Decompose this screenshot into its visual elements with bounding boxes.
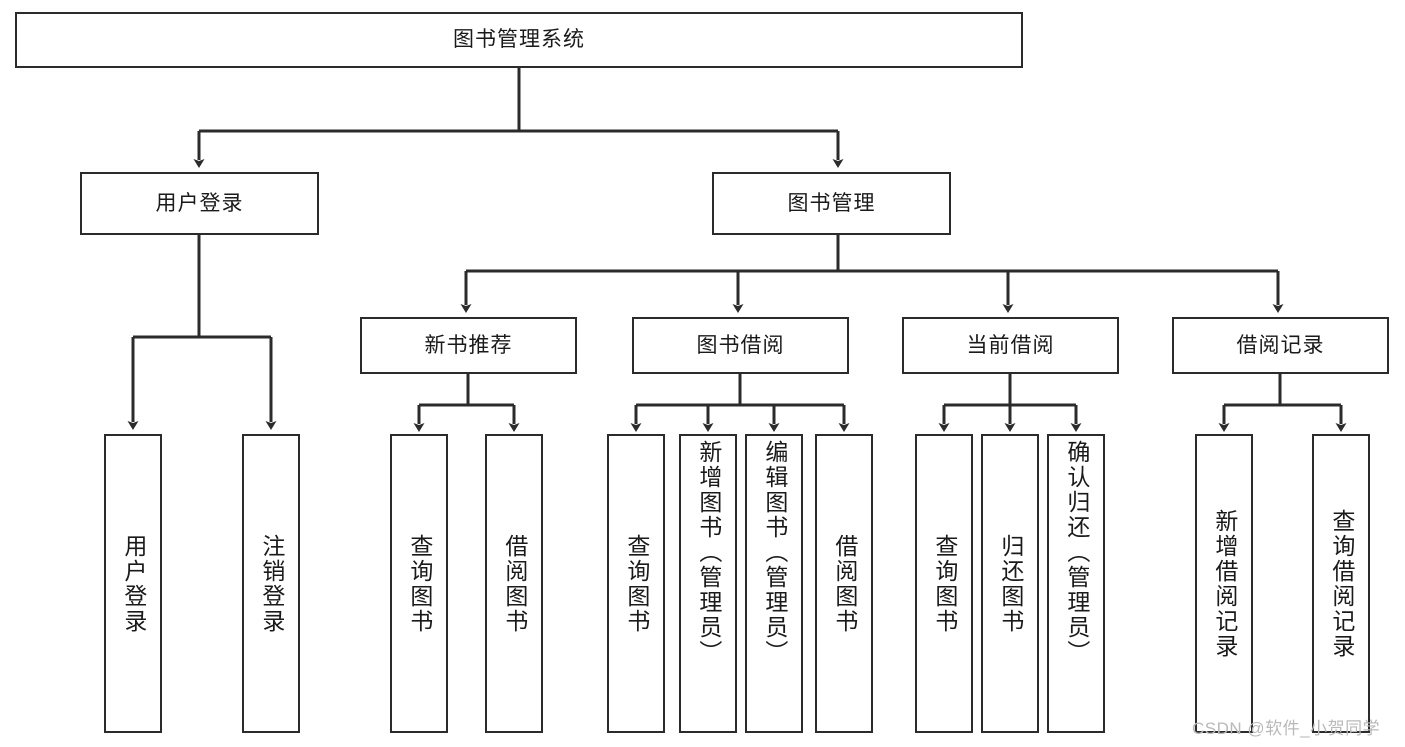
node-leaf-query-book-2[interactable]: 查询图书 (607, 434, 665, 733)
node-leaf-query-book-2-label: 查询图书 (623, 533, 650, 634)
node-leaf-return-book-label: 归还图书 (997, 533, 1024, 634)
node-leaf-borrow-book-2-label: 借阅图书 (831, 533, 858, 634)
node-leaf-query-book-1[interactable]: 查询图书 (390, 434, 448, 733)
node-user-login[interactable]: 用户登录 (80, 172, 319, 235)
node-leaf-logout[interactable]: 注销登录 (242, 434, 300, 733)
node-leaf-borrow-book-1[interactable]: 借阅图书 (485, 434, 543, 733)
node-borrow-record-label: 借阅记录 (1236, 333, 1325, 357)
node-leaf-logout-label: 注销登录 (258, 533, 285, 634)
node-book-manage[interactable]: 图书管理 (712, 172, 951, 235)
node-leaf-edit-book[interactable]: 编辑图书（管理员） (745, 434, 803, 733)
node-leaf-borrow-book-1-label: 借阅图书 (501, 533, 528, 634)
node-new-book-recommend-label: 新书推荐 (424, 333, 513, 357)
node-current-borrow-label: 当前借阅 (966, 333, 1055, 357)
node-leaf-query-book-3[interactable]: 查询图书 (915, 434, 973, 733)
node-leaf-query-book-3-label: 查询图书 (931, 533, 958, 634)
node-leaf-query-record[interactable]: 查询借阅记录 (1312, 434, 1370, 733)
node-root[interactable]: 图书管理系统 (15, 12, 1023, 68)
node-leaf-user-login[interactable]: 用户登录 (104, 434, 162, 733)
node-borrow-record[interactable]: 借阅记录 (1172, 317, 1389, 374)
node-new-book-recommend[interactable]: 新书推荐 (360, 317, 577, 374)
node-current-borrow[interactable]: 当前借阅 (902, 317, 1119, 374)
node-leaf-user-login-label: 用户登录 (120, 533, 147, 634)
node-leaf-return-book[interactable]: 归还图书 (981, 434, 1039, 733)
node-leaf-borrow-book-2[interactable]: 借阅图书 (815, 434, 873, 733)
node-book-borrow-label: 图书借阅 (696, 333, 785, 357)
node-root-label: 图书管理系统 (453, 28, 585, 52)
node-leaf-edit-book-label: 编辑图书（管理员） (761, 440, 788, 665)
node-leaf-query-record-label: 查询借阅记录 (1328, 508, 1355, 659)
node-user-login-label: 用户登录 (155, 191, 244, 215)
node-leaf-add-book[interactable]: 新增图书（管理员） (679, 434, 737, 733)
node-leaf-add-book-label: 新增图书（管理员） (695, 440, 722, 665)
node-leaf-add-record-label: 新增借阅记录 (1211, 508, 1238, 659)
node-book-borrow[interactable]: 图书借阅 (632, 317, 849, 374)
node-leaf-add-record[interactable]: 新增借阅记录 (1195, 434, 1253, 733)
node-book-manage-label: 图书管理 (787, 191, 876, 215)
node-leaf-confirm-return-label: 确认归还（管理员） (1063, 440, 1090, 665)
node-leaf-confirm-return[interactable]: 确认归还（管理员） (1047, 434, 1105, 733)
node-leaf-query-book-1-label: 查询图书 (406, 533, 433, 634)
